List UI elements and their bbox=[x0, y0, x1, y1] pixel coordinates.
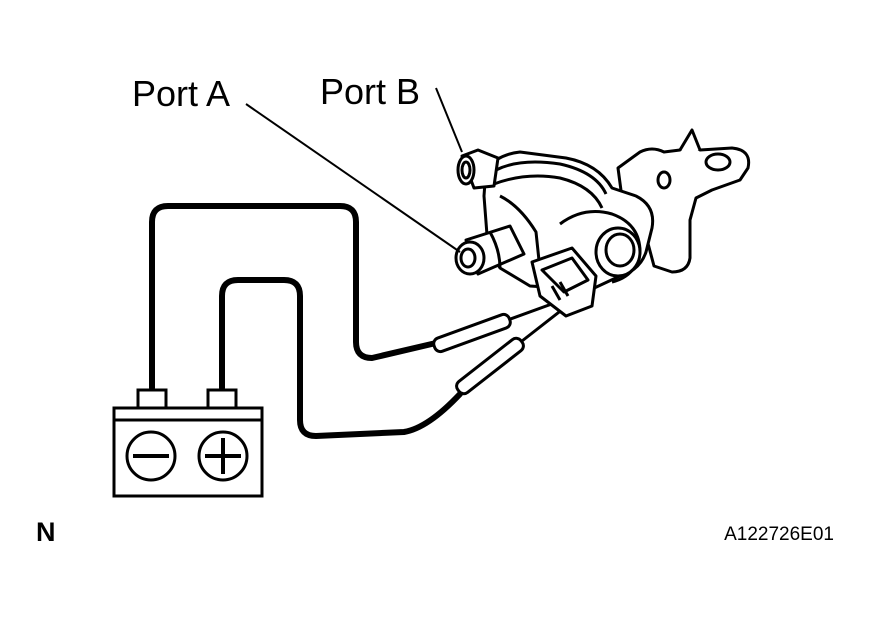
bracket-slot bbox=[656, 170, 672, 190]
leader-lines bbox=[245, 87, 463, 253]
port-b-leader bbox=[435, 87, 463, 153]
negative-terminal-post bbox=[136, 388, 168, 410]
positive-wire bbox=[219, 277, 463, 439]
wires bbox=[149, 203, 463, 439]
plus-icon bbox=[197, 430, 249, 482]
negative-wire bbox=[149, 203, 439, 391]
electrical-connector bbox=[530, 246, 598, 318]
bracket-hole bbox=[704, 152, 732, 172]
minus-icon bbox=[125, 430, 177, 482]
port-a-label: Port A bbox=[132, 73, 230, 114]
port-b-nozzle bbox=[456, 148, 500, 190]
corner-letter-label: N bbox=[36, 517, 56, 547]
port-a-nozzle bbox=[454, 224, 526, 276]
positive-terminal-post bbox=[206, 388, 238, 410]
vsv-valve bbox=[454, 128, 751, 318]
port-a-leader bbox=[245, 103, 461, 253]
port-b-label: Port B bbox=[320, 71, 420, 112]
battery bbox=[112, 388, 264, 498]
probe-lower bbox=[455, 303, 570, 396]
figure-code-label: A122726E01 bbox=[724, 524, 834, 545]
